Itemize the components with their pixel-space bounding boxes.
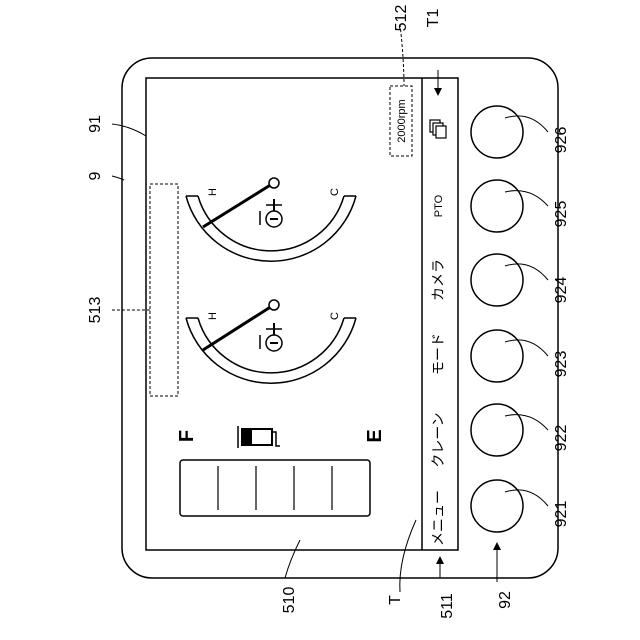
button-leaders bbox=[505, 116, 548, 506]
ref-923: 923 bbox=[553, 351, 570, 378]
ref-926: 926 bbox=[553, 127, 570, 154]
ref-513: 513 bbox=[87, 297, 104, 324]
fuel-pump-icon bbox=[238, 426, 280, 448]
ref-925: 925 bbox=[553, 201, 570, 228]
menu-bar[interactable]: メニュー クレーン モード カメラ PTO bbox=[430, 120, 446, 546]
display-screen bbox=[146, 78, 458, 550]
ref-921: 921 bbox=[553, 501, 570, 528]
menu-item-crane[interactable]: クレーン bbox=[430, 412, 446, 467]
hardware-button-922[interactable] bbox=[471, 404, 523, 456]
arrow-T1 bbox=[434, 70, 442, 96]
menu-item-mode[interactable]: モード bbox=[430, 333, 446, 375]
ref-9: 9 bbox=[87, 171, 104, 180]
oil-temp-icon bbox=[260, 323, 282, 351]
ref-922: 922 bbox=[553, 425, 570, 452]
ref-510: 510 bbox=[281, 587, 298, 614]
temperature-gauge-bottom: H C bbox=[186, 300, 356, 383]
ref-91: 91 bbox=[87, 115, 104, 133]
hardware-button-924[interactable] bbox=[471, 254, 523, 306]
fuel-full-label: F bbox=[176, 430, 198, 442]
coolant-temp-icon bbox=[260, 199, 282, 227]
menu-item-menu[interactable]: メニュー bbox=[430, 490, 446, 546]
ref-511: 511 bbox=[439, 593, 456, 619]
info-box bbox=[150, 184, 178, 396]
fuel-level-bar bbox=[180, 460, 370, 516]
arrow-92 bbox=[493, 542, 501, 582]
temperature-gauge-top: H C bbox=[186, 178, 356, 261]
hardware-button-923[interactable] bbox=[471, 330, 523, 382]
ref-T1: T1 bbox=[425, 9, 442, 28]
hardware-button-926[interactable] bbox=[471, 106, 523, 158]
arrow-511 bbox=[436, 556, 444, 578]
ref-512: 512 bbox=[393, 5, 410, 32]
hardware-button-921[interactable] bbox=[471, 480, 523, 532]
rpm-text: 2000rpm bbox=[396, 99, 408, 142]
ref-92: 92 bbox=[497, 591, 514, 609]
hardware-button-925[interactable] bbox=[471, 180, 523, 232]
gauge-cold-label: C bbox=[329, 188, 341, 196]
menu-item-camera[interactable]: カメラ bbox=[430, 259, 446, 301]
gauge-hot-label: H bbox=[207, 312, 219, 320]
pages-icon[interactable] bbox=[430, 120, 446, 138]
ref-924: 924 bbox=[553, 277, 570, 304]
fuel-empty-label: E bbox=[364, 429, 386, 442]
menu-item-pto[interactable]: PTO bbox=[433, 194, 445, 217]
ref-T: T bbox=[387, 595, 404, 605]
gauge-hot-label: H bbox=[207, 188, 219, 196]
gauge-cold-label: C bbox=[329, 312, 341, 320]
